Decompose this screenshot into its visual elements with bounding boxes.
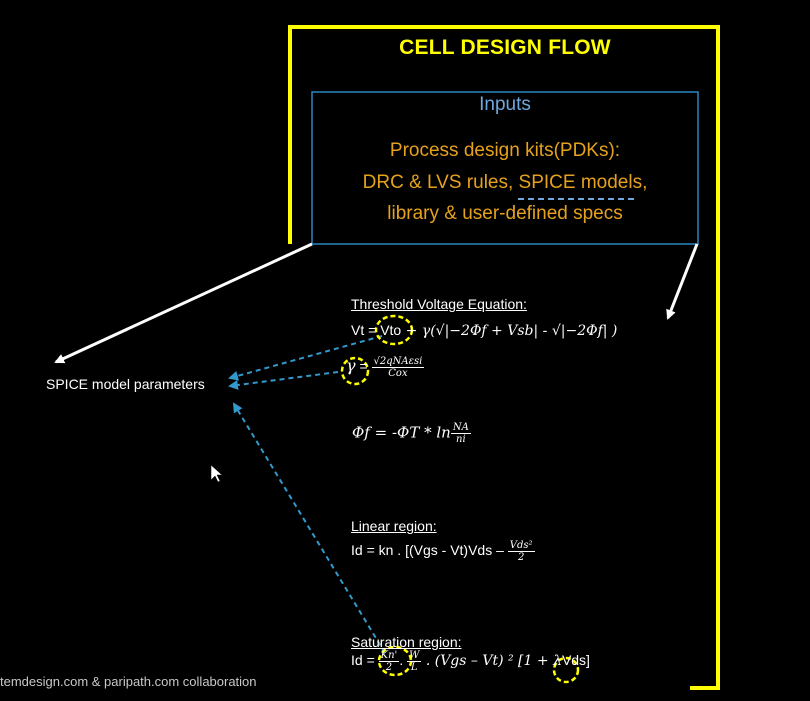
sat-eq-dot: . — [399, 652, 408, 669]
vt-vto-term: Vto — [380, 322, 402, 338]
linear-denominator: 2 — [517, 552, 525, 563]
inputs-box — [311, 91, 699, 245]
phi-denominator: ni — [456, 434, 466, 445]
input-line-specs: library & user-defined specs — [387, 203, 623, 224]
kn-denominator: 2 — [385, 662, 393, 673]
arrow-to-spice-params — [54, 242, 313, 364]
lambda-symbol: λ — [553, 653, 562, 670]
threshold-heading: Threshold Voltage Equation: — [351, 296, 527, 312]
spice-model-parameters-label: SPICE model parameters — [46, 376, 205, 392]
sat-eq-start: Id = — [351, 652, 379, 669]
linear-eq-start: Id = kn . [(Vgs - Vt)Vds – — [351, 542, 508, 559]
saturation-heading: Saturation region: — [351, 634, 462, 650]
kn-numerator: Kn' — [378, 650, 400, 662]
highlight-vto — [374, 314, 414, 346]
gamma-numerator: √2qNAεsi — [371, 356, 425, 368]
input-line-rules: DRC & LVS rules, SPICE models, — [362, 172, 648, 193]
diagram-title: CELL DESIGN FLOW — [399, 36, 611, 59]
blue-arrow-gamma — [228, 371, 339, 390]
vt-equation: Vt = Vto + γ(√|−2Φf + Vsb| - √|−2Φf| ) — [351, 322, 617, 339]
blue-arrow-kn — [232, 402, 386, 654]
input-line-pdks: Process design kits(PDKs): — [389, 140, 621, 161]
linear-heading: Linear region: — [351, 518, 437, 534]
footer-credit: temdesign.com & paripath.com collaborati… — [0, 674, 257, 689]
linear-numerator: Vds² — [507, 540, 535, 552]
vt-rest: + γ(√|−2Φf + Vsb| - √|−2Φf| ) — [401, 323, 618, 339]
arrow-to-equations — [666, 243, 699, 320]
gamma-symbol: γ — [346, 356, 356, 376]
w-numerator: W — [407, 650, 422, 662]
highlight-gamma — [340, 356, 370, 386]
vt-lhs: Vt = — [351, 322, 381, 338]
cell-design-frame — [288, 25, 720, 690]
gamma-denominator: Cox — [388, 368, 408, 379]
kn-fraction: Kn'2 — [378, 650, 400, 673]
inputs-label: Inputs — [479, 94, 531, 115]
sat-eq-mid: . (Vgs – Vt) ² [1 + — [421, 653, 554, 670]
highlight-lambda — [552, 656, 580, 684]
phi-lhs: Φf = -ΦT * ln — [352, 423, 451, 442]
gamma-equals: = — [355, 358, 372, 375]
mouse-cursor-icon — [210, 464, 223, 483]
l-denominator: L — [410, 662, 418, 673]
phi-numerator: NA — [450, 422, 471, 434]
sat-eq-end: Vds] — [561, 652, 590, 669]
